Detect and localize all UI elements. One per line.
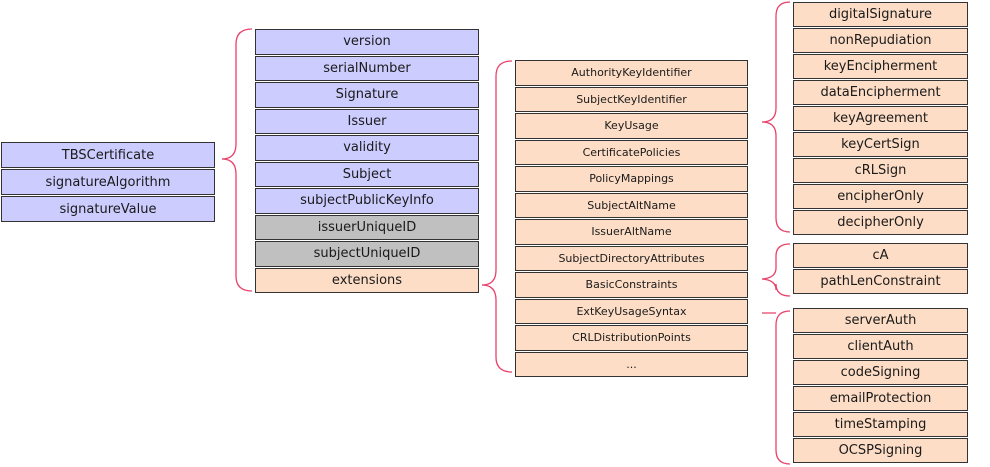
node-crl-sign: cRLSign bbox=[793, 158, 968, 183]
node-code-signing: codeSigning bbox=[793, 360, 968, 385]
ext-key-usage-column: serverAuth clientAuth codeSigning emailP… bbox=[793, 308, 968, 464]
node-crl-distribution-points: CRLDistributionPoints bbox=[515, 325, 748, 351]
extensions-column: AuthorityKeyIdentifier SubjectKeyIdentif… bbox=[515, 60, 748, 378]
node-non-repudiation: nonRepudiation bbox=[793, 28, 968, 53]
tbs-fields-column: version serialNumber Signature Issuer va… bbox=[255, 29, 479, 294]
node-email-protection: emailProtection bbox=[793, 386, 968, 411]
brace-tbs-certificate bbox=[221, 28, 253, 292]
node-policy-mappings: PolicyMappings bbox=[515, 166, 748, 192]
node-signature: Signature bbox=[255, 82, 479, 108]
node-authority-key-identifier: AuthorityKeyIdentifier bbox=[515, 60, 748, 86]
node-tbs-certificate: TBSCertificate bbox=[1, 142, 215, 168]
brace-ext-key-usage bbox=[762, 310, 791, 465]
node-signature-value: signatureValue bbox=[1, 196, 215, 222]
node-encipher-only: encipherOnly bbox=[793, 184, 968, 209]
brace-extensions bbox=[481, 60, 513, 373]
node-key-cert-sign: keyCertSign bbox=[793, 132, 968, 157]
node-ext-key-usage-syntax: ExtKeyUsageSyntax bbox=[515, 298, 748, 324]
node-key-encipherment: keyEncipherment bbox=[793, 54, 968, 79]
brace-basic-constraints bbox=[761, 243, 791, 297]
node-subject: Subject bbox=[255, 161, 479, 187]
node-issuer: Issuer bbox=[255, 108, 479, 134]
node-basic-constraints: BasicConstraints bbox=[515, 272, 748, 298]
node-subject-key-identifier: SubjectKeyIdentifier bbox=[515, 86, 748, 112]
node-subject-public-key-info: subjectPublicKeyInfo bbox=[255, 188, 479, 214]
node-key-usage: KeyUsage bbox=[515, 113, 748, 139]
node-decipher-only: decipherOnly bbox=[793, 210, 968, 235]
node-certificate-policies: CertificatePolicies bbox=[515, 139, 748, 165]
node-ca: cA bbox=[793, 243, 968, 268]
node-key-agreement: keyAgreement bbox=[793, 106, 968, 131]
node-time-stamping: timeStamping bbox=[793, 412, 968, 437]
node-data-encipherment: dataEncipherment bbox=[793, 80, 968, 105]
node-issuer-alt-name: IssuerAltName bbox=[515, 219, 748, 245]
node-subject-unique-id: subjectUniqueID bbox=[255, 241, 479, 267]
node-path-len-constraint: pathLenConstraint bbox=[793, 269, 968, 294]
node-ocsp-signing: OCSPSigning bbox=[793, 438, 968, 463]
node-client-auth: clientAuth bbox=[793, 334, 968, 359]
node-server-auth: serverAuth bbox=[793, 308, 968, 333]
node-subject-alt-name: SubjectAltName bbox=[515, 192, 748, 218]
node-version: version bbox=[255, 29, 479, 55]
node-issuer-unique-id: issuerUniqueID bbox=[255, 214, 479, 240]
certificate-structure-column: TBSCertificate signatureAlgorithm signat… bbox=[1, 142, 215, 223]
node-digital-signature: digitalSignature bbox=[793, 2, 968, 27]
node-extensions: extensions bbox=[255, 267, 479, 293]
node-serial-number: serialNumber bbox=[255, 55, 479, 81]
basic-constraints-column: cA pathLenConstraint bbox=[793, 243, 968, 295]
node-more-extensions: ... bbox=[515, 351, 748, 377]
key-usage-column: digitalSignature nonRepudiation keyEncip… bbox=[793, 2, 968, 236]
brace-key-usage bbox=[761, 1, 791, 233]
node-validity: validity bbox=[255, 135, 479, 161]
node-signature-algorithm: signatureAlgorithm bbox=[1, 169, 215, 195]
node-subject-directory-attributes: SubjectDirectoryAttributes bbox=[515, 245, 748, 271]
